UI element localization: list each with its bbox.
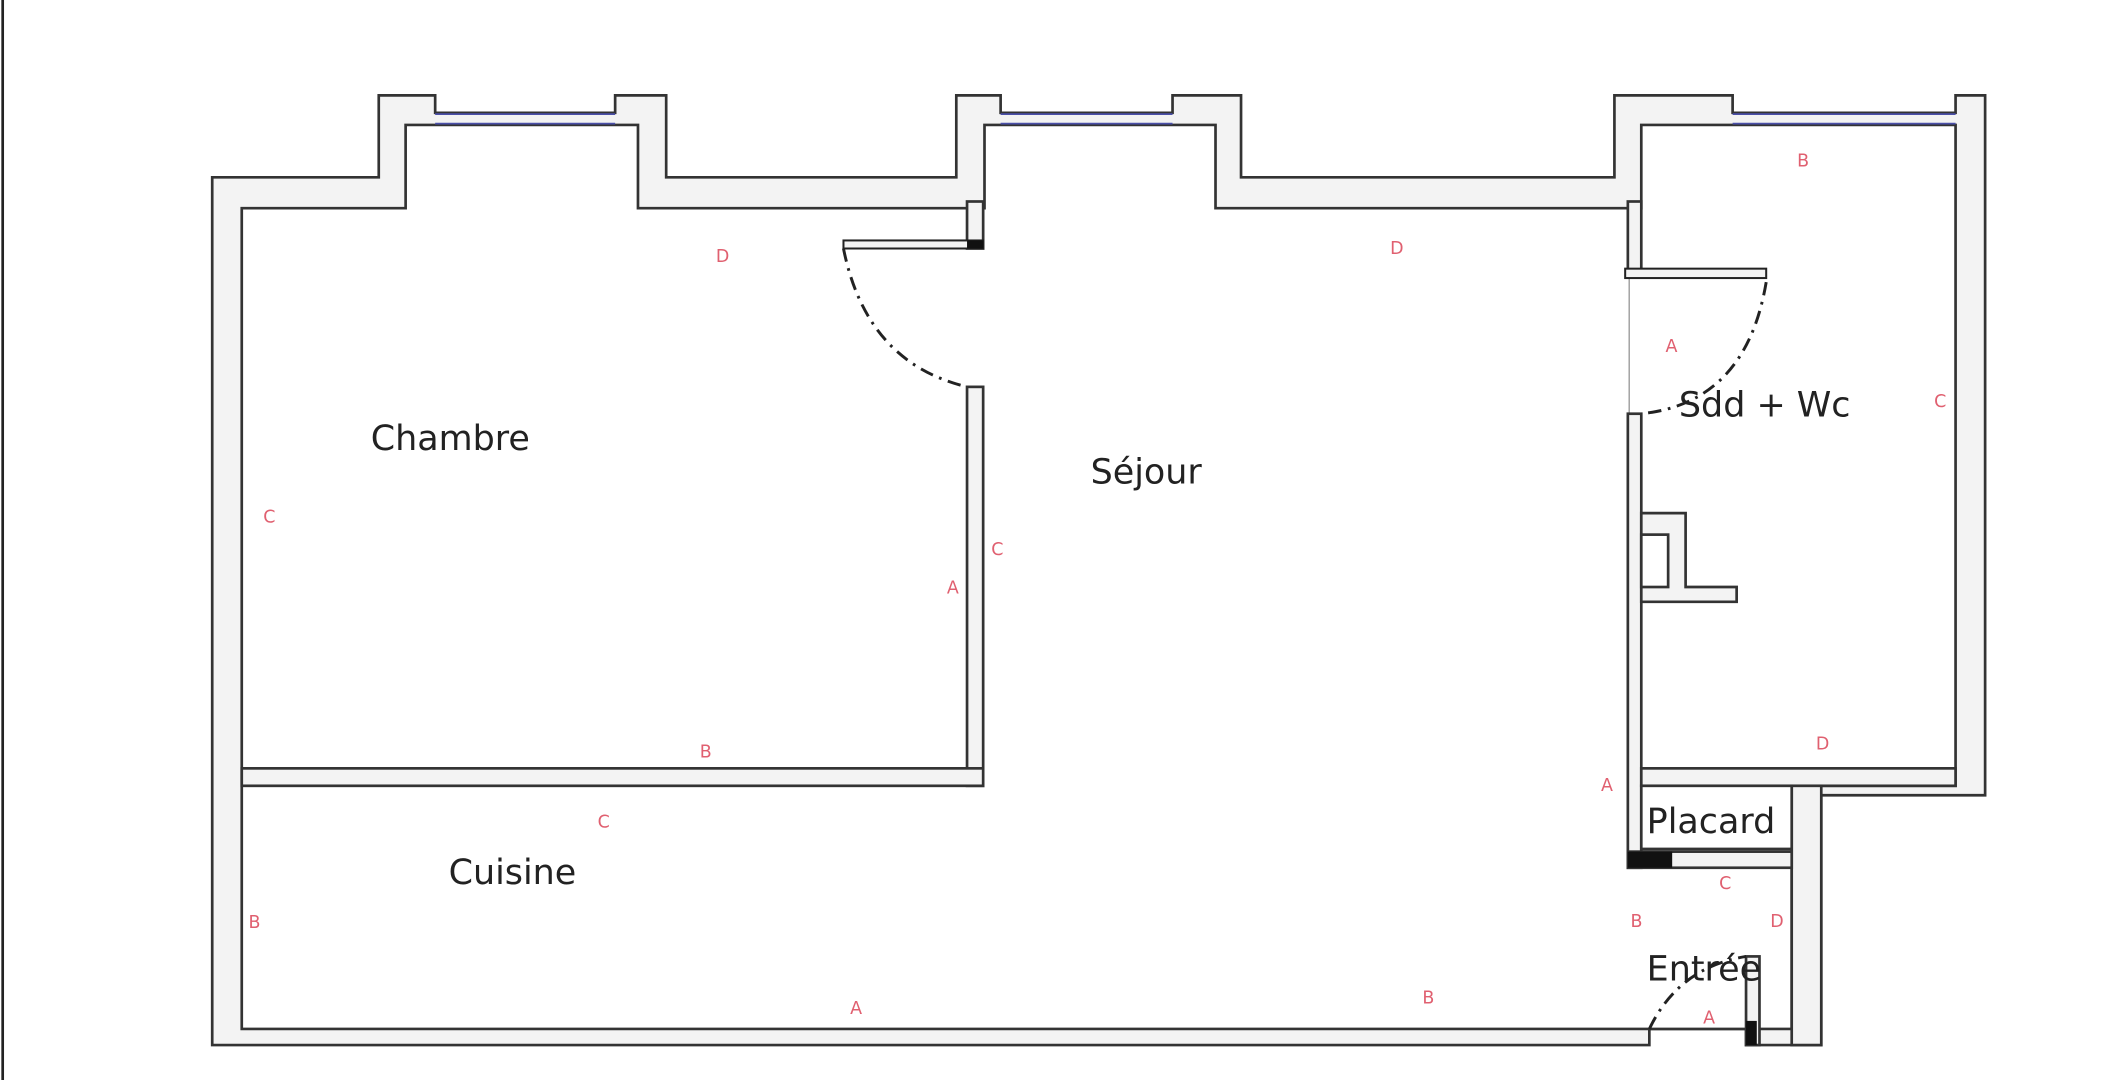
wall-sdd-bottom xyxy=(1639,767,1957,788)
wall-marker: A xyxy=(1703,1009,1715,1029)
room-label-sdd-wc: Sdd + Wc xyxy=(1679,385,1851,425)
wall-marker: A xyxy=(850,999,862,1019)
window-sejour xyxy=(1000,113,1173,125)
wall-chambre-cuisine xyxy=(240,767,985,788)
wall-chambre-sejour xyxy=(965,385,985,788)
wall-marker: C xyxy=(263,508,275,528)
door-swing-entree xyxy=(1648,954,1747,1030)
room-label-chambre: Chambre xyxy=(371,419,530,459)
room-label-entree: Entrée xyxy=(1647,950,1761,990)
wall-marker: D xyxy=(1816,735,1829,755)
wall-marker: C xyxy=(598,812,610,832)
room-label-sejour: Séjour xyxy=(1091,453,1203,493)
wall-sejour-sdd-top xyxy=(1626,200,1643,277)
wall-marker: B xyxy=(1631,912,1643,932)
wall-marker: A xyxy=(947,579,959,599)
wall-right-entree xyxy=(1790,784,1823,1047)
window-sdd xyxy=(1732,113,1956,125)
entree-door-jamb xyxy=(1746,1020,1757,1046)
room-label-cuisine: Cuisine xyxy=(449,853,577,893)
wall-marker: C xyxy=(1719,874,1731,894)
door-leaf-chambre-end xyxy=(967,240,984,249)
wall-marker: B xyxy=(1422,988,1434,1008)
wall-marker: D xyxy=(716,247,729,267)
wall-marker: A xyxy=(1601,776,1613,796)
wall-marker: B xyxy=(248,913,260,933)
wall-marker: A xyxy=(1665,337,1677,357)
room-label-placard: Placard xyxy=(1647,802,1776,842)
wall-marker: C xyxy=(1934,392,1946,412)
shaft-duct xyxy=(1639,533,1670,589)
placard-door-block xyxy=(1627,851,1673,868)
door-leaf-chambre xyxy=(842,239,985,250)
wall-marker: B xyxy=(700,743,712,763)
window-chambre xyxy=(435,113,616,125)
door-leaf-sdd xyxy=(1624,267,1768,280)
wall-marker: C xyxy=(991,540,1003,560)
wall-marker: D xyxy=(1770,912,1783,932)
wall-sejour-sdd xyxy=(1626,412,1643,870)
wall-marker: D xyxy=(1390,239,1403,259)
wall-marker: B xyxy=(1797,152,1809,172)
interior-floor xyxy=(240,123,1957,1031)
placard-box xyxy=(1639,784,1794,851)
